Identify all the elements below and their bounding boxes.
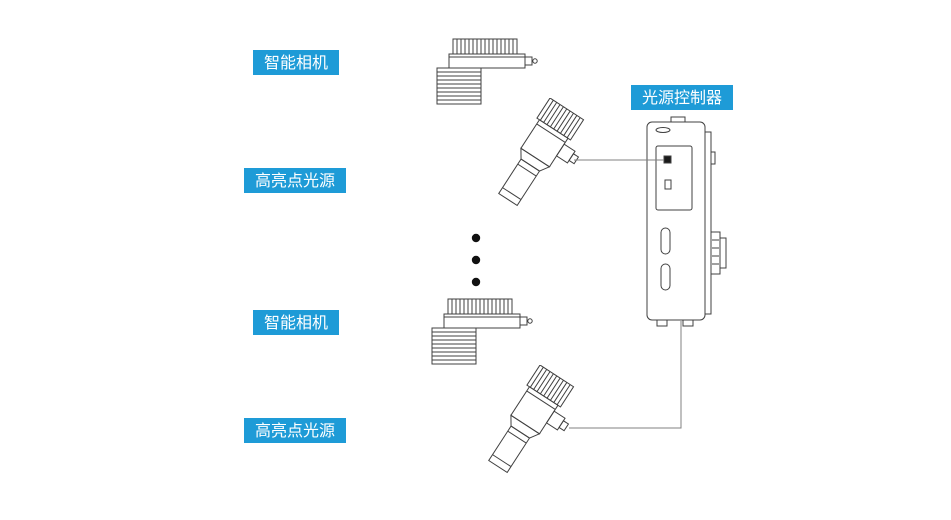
label-smart-camera-bottom: 智能相机 <box>253 310 340 335</box>
point-light-illustration-bottom <box>488 365 588 500</box>
ellipsis-icon <box>471 233 481 287</box>
point-light-icon <box>488 365 575 474</box>
point-light-illustration-top <box>498 98 598 233</box>
controller-illustration <box>645 116 730 331</box>
label-point-light-top: 高亮点光源 <box>244 168 347 193</box>
smart-camera-icon <box>431 298 533 365</box>
smart-camera-illustration-bottom <box>430 296 534 372</box>
label-point-light-bottom: 高亮点光源 <box>244 418 347 443</box>
label-smart-camera-top: 智能相机 <box>253 50 340 75</box>
repetition-dots <box>460 225 492 295</box>
point-light-icon <box>498 98 585 207</box>
smart-camera-illustration-top <box>435 36 539 112</box>
smart-camera-icon <box>436 38 538 105</box>
controller-icon <box>646 116 727 327</box>
label-light-controller: 光源控制器 <box>631 85 734 110</box>
controller-port-square <box>663 155 672 164</box>
